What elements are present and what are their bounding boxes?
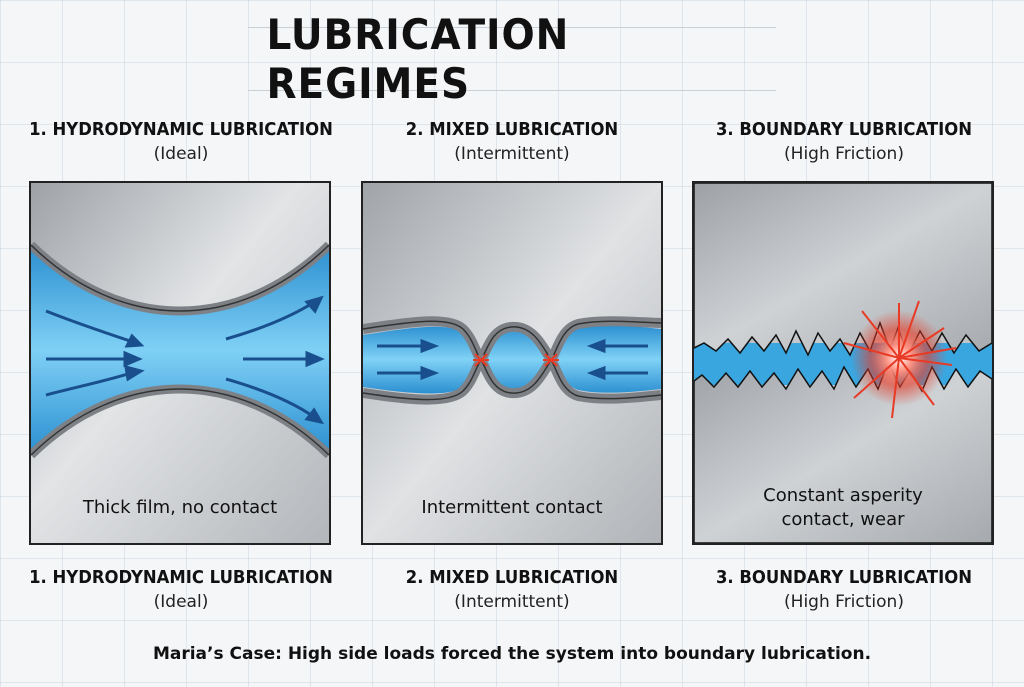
header-boundary-bottom: 3. BOUNDARY LUBRICATION (High Friction) [679, 566, 1009, 614]
regime-condition: (Ideal) [153, 144, 209, 164]
flow-arrows [377, 338, 648, 381]
oil-film [363, 325, 661, 394]
upper-rough-surface [694, 183, 992, 357]
header-hydrodynamic-bottom: 1. HYDRODYNAMIC LUBRICATION (Ideal) [16, 566, 346, 614]
caption-boundary-line1: Constant asperity [763, 485, 923, 506]
panel-boundary: Constant asperity contact, wear [692, 181, 994, 545]
regime-name: 1. HYDRODYNAMIC LUBRICATION [29, 568, 333, 588]
contact-sparks [473, 353, 559, 367]
page-title: LUBRICATION REGIMES [266, 10, 570, 108]
regime-name: 1. HYDRODYNAMIC LUBRICATION [29, 120, 333, 140]
hydrodynamic-illustration: Thick film, no contact [31, 183, 329, 543]
panel-hydrodynamic: Thick film, no contact [29, 181, 331, 545]
friction-sparks [843, 300, 957, 419]
header-mixed-top: 2. MIXED LUBRICATION (Intermittent) [347, 118, 677, 166]
regime-condition: (High Friction) [784, 592, 904, 612]
header-boundary-top: 3. BOUNDARY LUBRICATION (High Friction) [679, 118, 1009, 166]
mixed-illustration: Intermittent contact [363, 183, 661, 543]
regime-name: 2. MIXED LUBRICATION [405, 120, 619, 140]
lower-rough-surface [694, 361, 992, 543]
regime-condition: (Ideal) [153, 592, 209, 612]
caption-boundary-line2: contact, wear [781, 509, 905, 530]
caption-mixed: Intermittent contact [421, 497, 602, 518]
regime-condition: (High Friction) [784, 144, 904, 164]
header-mixed-bottom: 2. MIXED LUBRICATION (Intermittent) [347, 566, 677, 614]
regime-condition: (Intermittent) [454, 592, 570, 612]
panel-mixed: Intermittent contact [361, 181, 663, 545]
regime-name: 3. BOUNDARY LUBRICATION [715, 568, 973, 588]
title-banner: LUBRICATION REGIMES [248, 10, 776, 108]
header-hydrodynamic-top: 1. HYDRODYNAMIC LUBRICATION (Ideal) [16, 118, 346, 166]
caption-hydrodynamic: Thick film, no contact [82, 497, 277, 518]
case-summary: Maria’s Case: High side loads forced the… [152, 644, 872, 664]
regime-name: 2. MIXED LUBRICATION [405, 568, 619, 588]
regime-name: 3. BOUNDARY LUBRICATION [715, 120, 973, 140]
boundary-illustration: Constant asperity contact, wear [694, 183, 992, 543]
regime-condition: (Intermittent) [454, 144, 570, 164]
flow-arrows [45, 295, 325, 425]
